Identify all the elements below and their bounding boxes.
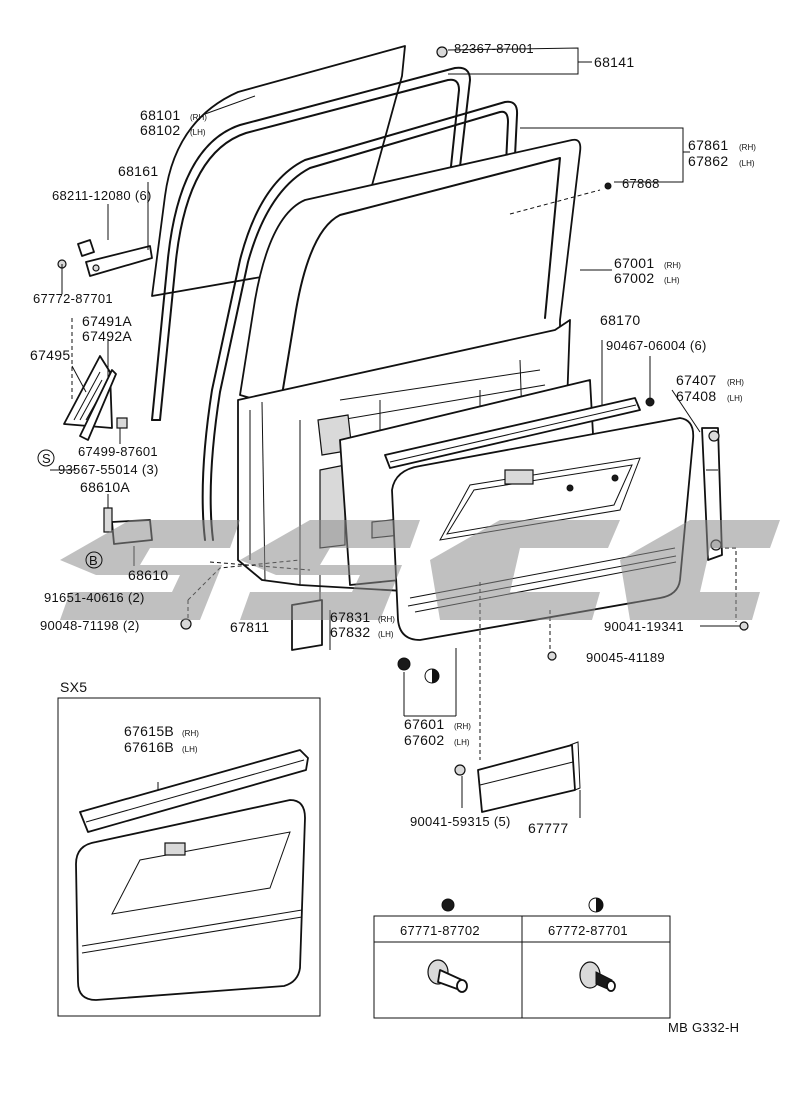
clip-b-icon (579, 961, 616, 992)
label-68211: 68211-12080 (6) (52, 188, 152, 203)
label-90048: 90048-71198 (2) (40, 618, 140, 633)
legend-clip-b-label: 67772-87701 (548, 923, 628, 938)
glass-channel (77, 239, 153, 277)
label-67495: 67495 (30, 347, 70, 363)
label-67862: 67862 (688, 153, 728, 169)
sx5-inset (57, 697, 321, 1017)
label-67616b: 67616B (124, 739, 174, 755)
clip-legend-table (373, 897, 671, 1019)
label-67492a: 67492A (82, 328, 132, 344)
label-67602: 67602 (404, 732, 444, 748)
label-67861: 67861 (688, 137, 728, 153)
label-67868: 67868 (622, 176, 660, 191)
label-93567: 93567-55014 (3) (58, 462, 159, 477)
tag-67862-lh: (LH) (739, 159, 755, 168)
label-91651: 91651-40616 (2) (44, 590, 145, 605)
label-90045: 90045-41189 (586, 650, 665, 665)
quarter-window (63, 355, 117, 441)
label-67491a: 67491A (82, 313, 132, 329)
label-67407: 67407 (676, 372, 716, 388)
legend-clip-a-label: 67771-87702 (400, 923, 480, 938)
label-90041-59315: 90041-59315 (5) (410, 814, 511, 829)
tag-68101-rh: (RH) (190, 113, 207, 122)
label-68610a: 68610A (80, 479, 130, 495)
tag-67831-rh: (RH) (378, 615, 395, 624)
tag-67001-rh: (RH) (664, 261, 681, 270)
fasteners (57, 46, 749, 776)
tag-67616-lh: (LH) (182, 745, 198, 754)
label-67811: 67811 (230, 619, 269, 635)
label-68141: 68141 (594, 54, 634, 70)
tag-67601-rh: (RH) (454, 722, 471, 731)
label-82367: 82367-87001 (454, 41, 534, 56)
mark-b: B (89, 553, 98, 568)
watermark (60, 520, 780, 620)
label-67777: 67777 (528, 820, 568, 836)
tag-67602-lh: (LH) (454, 738, 470, 747)
label-90467: 90467-06004 (6) (606, 338, 707, 353)
label-68101: 68101 (140, 107, 180, 123)
label-67601: 67601 (404, 716, 444, 732)
label-67002: 67002 (614, 270, 654, 286)
label-68102: 68102 (140, 122, 180, 138)
inset-title: SX5 (60, 679, 87, 695)
clip-a-icon (427, 959, 468, 993)
label-67499: 67499-87601 (78, 444, 158, 459)
label-67615b: 67615B (124, 723, 174, 739)
mark-s: S (42, 451, 51, 466)
tag-67407-rh: (RH) (727, 378, 744, 387)
tag-67002-lh: (LH) (664, 276, 680, 285)
belt-moulding (384, 397, 655, 469)
tag-67861-rh: (RH) (739, 143, 756, 152)
footer-code: MB G332-H (668, 1020, 739, 1035)
circle-marks: S B (37, 449, 103, 569)
label-67001: 67001 (614, 255, 654, 271)
tag-67615-rh: (RH) (182, 729, 199, 738)
label-90041-19341: 90041-19341 (604, 619, 684, 634)
label-67408: 67408 (676, 388, 716, 404)
door-weatherstrip (201, 100, 519, 541)
label-67832: 67832 (330, 624, 370, 640)
inset-frame (57, 697, 321, 1017)
label-67831: 67831 (330, 609, 370, 625)
label-68610: 68610 (128, 567, 168, 583)
label-67772-a: 67772-87701 (33, 291, 113, 306)
tag-67408-lh: (LH) (727, 394, 743, 403)
glass-run-channel (151, 66, 471, 421)
label-68170: 68170 (600, 312, 640, 328)
clip-a-mark-icon (441, 898, 455, 912)
door-pocket (477, 741, 581, 813)
tag-68102-lh: (LH) (190, 128, 206, 137)
part-labels: 82367-87001 68141 68101 (RH) 68102 (LH) … (30, 41, 756, 1035)
tag-67832-lh: (LH) (378, 630, 394, 639)
label-68161: 68161 (118, 163, 158, 179)
